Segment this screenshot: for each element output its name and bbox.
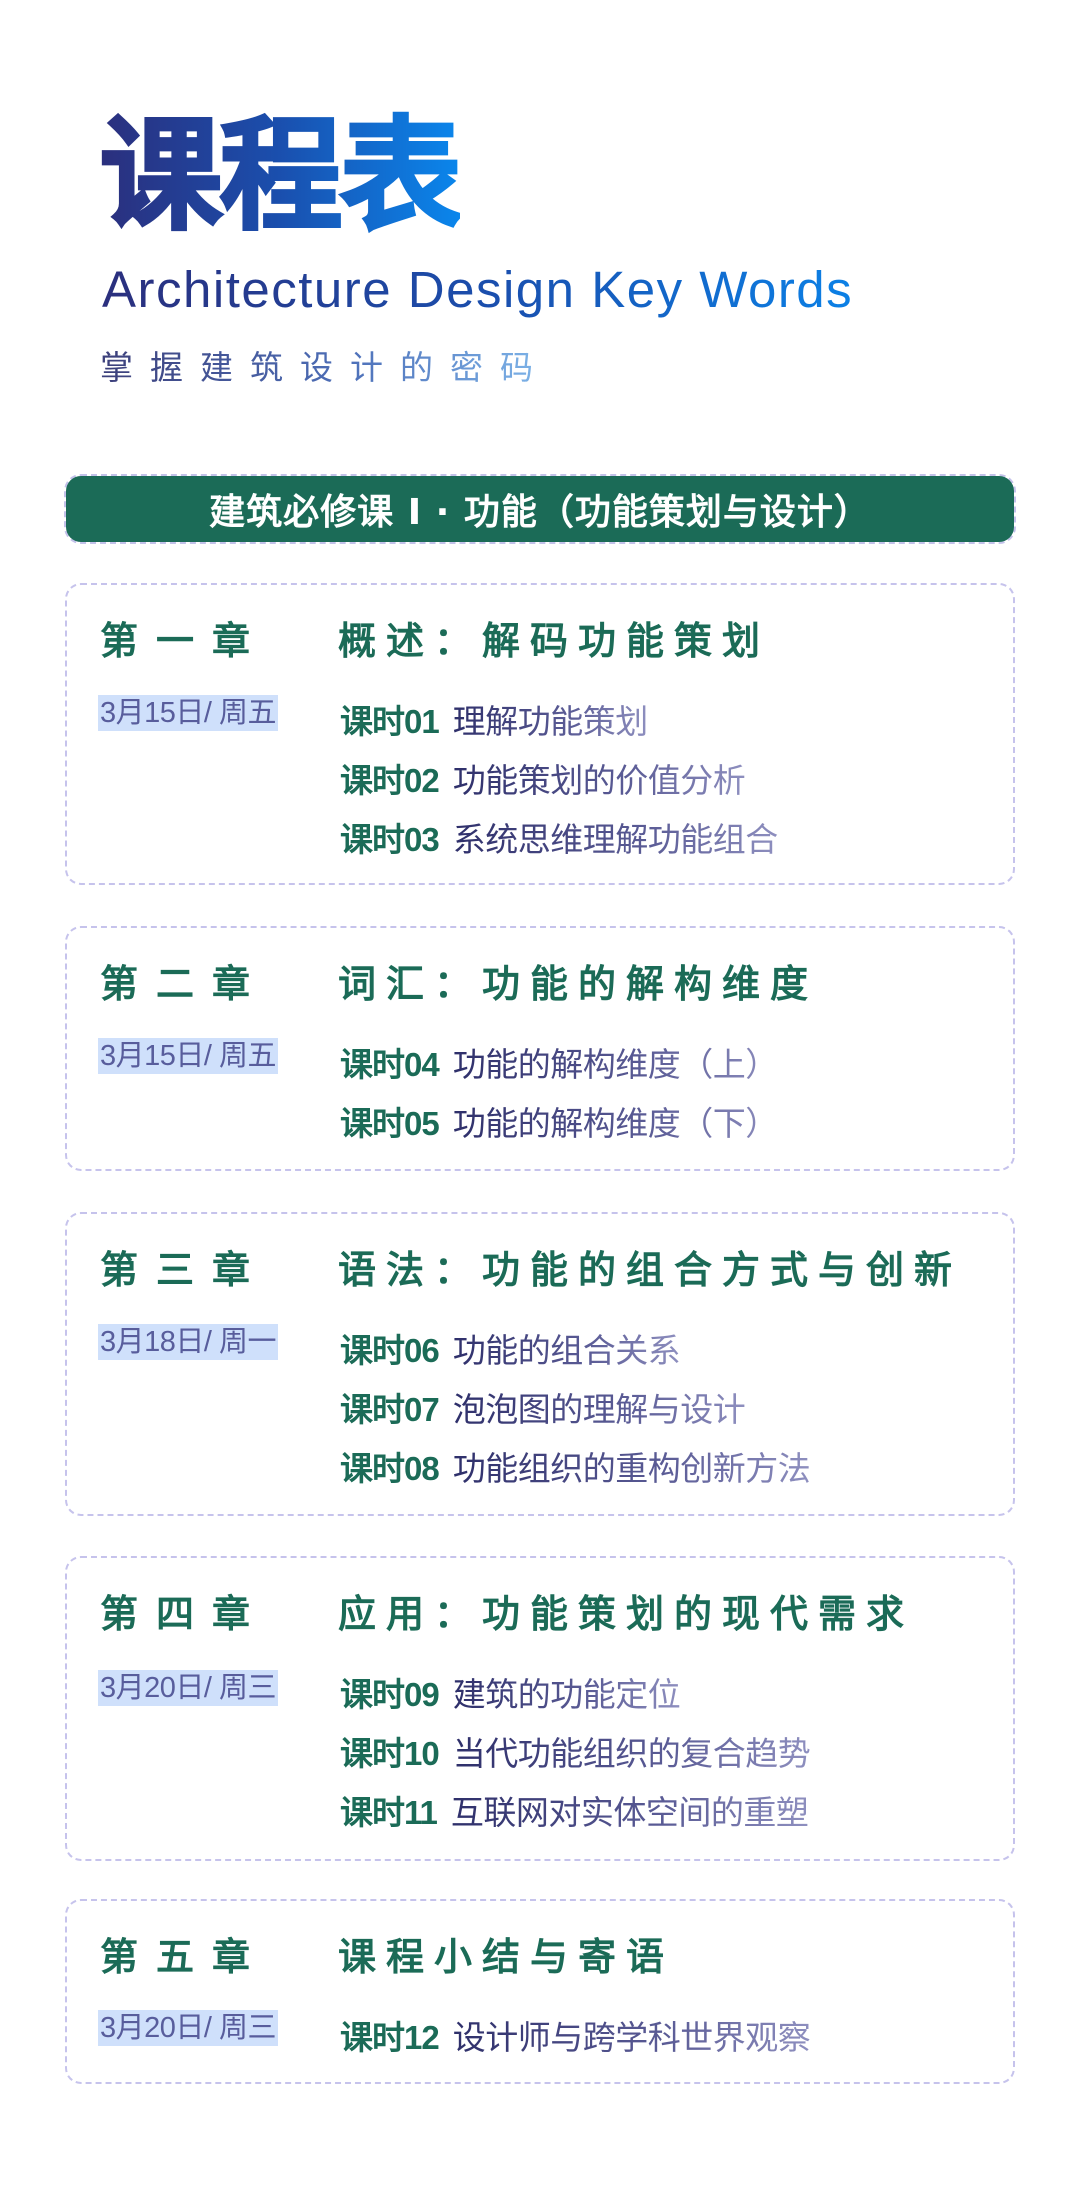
lesson-title: 功能策划的价值分析 bbox=[453, 754, 746, 802]
lesson-item: 课时12 设计师与跨学科世界观察 bbox=[340, 2005, 811, 2064]
lesson-item: 课时04 功能的解构维度（上） bbox=[340, 1032, 778, 1091]
lesson-title: 建筑的功能定位 bbox=[453, 1668, 681, 1716]
chapter-card-2: 第二章 词汇：功能的解构维度 3月15日/ 周五 课时04 功能的解构维度（上）… bbox=[65, 926, 1015, 1171]
chapter-date: 3月18日/ 周一 bbox=[98, 1324, 278, 1360]
chapter-topic: 概述：解码功能策划 bbox=[338, 618, 771, 663]
lesson-title: 功能的组合关系 bbox=[453, 1324, 681, 1372]
lesson-code: 课时08 bbox=[340, 1449, 440, 1487]
lesson-item: 课时11 互联网对实体空间的重塑 bbox=[340, 1780, 810, 1839]
lesson-code: 课时11 bbox=[340, 1793, 438, 1831]
lesson-title: 互联网对实体空间的重塑 bbox=[451, 1786, 809, 1834]
lesson-code: 课时03 bbox=[340, 820, 440, 858]
lesson-item: 课时06 功能的组合关系 bbox=[340, 1318, 810, 1377]
lesson-title: 功能的解构维度（下） bbox=[453, 1097, 779, 1145]
chapter-topic: 语法：功能的组合方式与创新 bbox=[338, 1247, 963, 1292]
lesson-code: 课时04 bbox=[340, 1045, 440, 1083]
chapter-number: 第二章 bbox=[100, 961, 269, 1006]
lesson-title: 系统思维理解功能组合 bbox=[453, 813, 779, 861]
lesson-item: 课时09 建筑的功能定位 bbox=[340, 1662, 810, 1721]
lesson-item: 课时08 功能组织的重构创新方法 bbox=[340, 1436, 811, 1495]
lesson-title: 功能的解构维度（上） bbox=[453, 1038, 779, 1086]
chapter-number: 第五章 bbox=[100, 1934, 269, 1979]
page-title: 课程表 bbox=[99, 105, 464, 248]
chapter-date: 3月15日/ 周五 bbox=[98, 1038, 278, 1074]
chapter-number: 第四章 bbox=[100, 1591, 269, 1636]
chinese-subtitle: 掌握建筑设计的密码 bbox=[100, 344, 550, 392]
lesson-code: 课时02 bbox=[340, 761, 440, 799]
lesson-title: 当代功能组织的复合趋势 bbox=[453, 1727, 811, 1775]
chapter-heading: 第一章 概述：解码功能策划 bbox=[100, 607, 770, 667]
chapter-number: 第三章 bbox=[100, 1247, 269, 1292]
lesson-code: 课时06 bbox=[340, 1331, 440, 1369]
lesson-title: 理解功能策划 bbox=[453, 695, 649, 743]
lesson-item: 课时01 理解功能策划 bbox=[340, 689, 778, 748]
chapter-heading: 第四章 应用：功能策划的现代需求 bbox=[100, 1580, 914, 1640]
chapter-heading: 第二章 词汇：功能的解构维度 bbox=[100, 950, 818, 1010]
chapter-date: 3月20日/ 周三 bbox=[98, 2010, 278, 2046]
chapter-heading: 第三章 语法：功能的组合方式与创新 bbox=[100, 1236, 962, 1296]
lesson-item: 课时05 功能的解构维度（下） bbox=[340, 1091, 778, 1150]
lesson-list: 课时09 建筑的功能定位 课时10 当代功能组织的复合趋势 课时11 互联网对实… bbox=[340, 1662, 811, 1839]
lesson-item: 课时02 功能策划的价值分析 bbox=[340, 748, 778, 807]
english-subtitle: Architecture Design Key Words bbox=[102, 258, 892, 322]
lesson-list: 课时06 功能的组合关系 课时07 泡泡图的理解与设计 课时08 功能组织的重构… bbox=[340, 1318, 811, 1495]
lesson-list: 课时04 功能的解构维度（上） 课时05 功能的解构维度（下） bbox=[340, 1032, 778, 1150]
lesson-item: 课时07 泡泡图的理解与设计 bbox=[340, 1377, 810, 1436]
chapter-topic: 应用：功能策划的现代需求 bbox=[338, 1591, 915, 1636]
lesson-item: 课时03 系统思维理解功能组合 bbox=[340, 807, 778, 866]
chapter-heading: 第五章 课程小结与寄语 bbox=[100, 1923, 674, 1983]
chapter-number: 第一章 bbox=[100, 618, 269, 663]
lesson-code: 课时01 bbox=[340, 702, 440, 740]
chapter-topic: 词汇：功能的解构维度 bbox=[338, 961, 819, 1006]
chapter-card-3: 第三章 语法：功能的组合方式与创新 3月18日/ 周一 课时06 功能的组合关系… bbox=[65, 1212, 1015, 1516]
course-banner-label: 建筑必修课 I · 功能（功能策划与设计） bbox=[66, 476, 1014, 542]
lesson-code: 课时07 bbox=[340, 1390, 440, 1428]
lesson-list: 课时12 设计师与跨学科世界观察 bbox=[340, 2005, 811, 2064]
lesson-code: 课时09 bbox=[340, 1675, 440, 1713]
lesson-list: 课时01 理解功能策划 课时02 功能策划的价值分析 课时03 系统思维理解功能… bbox=[340, 689, 778, 866]
lesson-title: 设计师与跨学科世界观察 bbox=[453, 2011, 811, 2059]
chapter-date: 3月15日/ 周五 bbox=[98, 695, 278, 731]
lesson-code: 课时12 bbox=[340, 2018, 440, 2056]
lesson-title: 功能组织的重构创新方法 bbox=[453, 1442, 811, 1490]
lesson-code: 课时05 bbox=[340, 1104, 440, 1142]
chapter-card-1: 第一章 概述：解码功能策划 3月15日/ 周五 课时01 理解功能策划 课时02… bbox=[65, 583, 1015, 885]
lesson-title: 泡泡图的理解与设计 bbox=[453, 1383, 746, 1431]
lesson-item: 课时10 当代功能组织的复合趋势 bbox=[340, 1721, 811, 1780]
course-banner: 建筑必修课 I · 功能（功能策划与设计） bbox=[64, 474, 1016, 544]
lesson-code: 课时10 bbox=[340, 1734, 440, 1772]
chapter-topic: 课程小结与寄语 bbox=[338, 1934, 675, 1979]
chapter-date: 3月20日/ 周三 bbox=[98, 1670, 278, 1706]
chapter-card-4: 第四章 应用：功能策划的现代需求 3月20日/ 周三 课时09 建筑的功能定位 … bbox=[65, 1556, 1015, 1861]
chapter-card-5: 第五章 课程小结与寄语 3月20日/ 周三 课时12 设计师与跨学科世界观察 bbox=[65, 1899, 1015, 2084]
